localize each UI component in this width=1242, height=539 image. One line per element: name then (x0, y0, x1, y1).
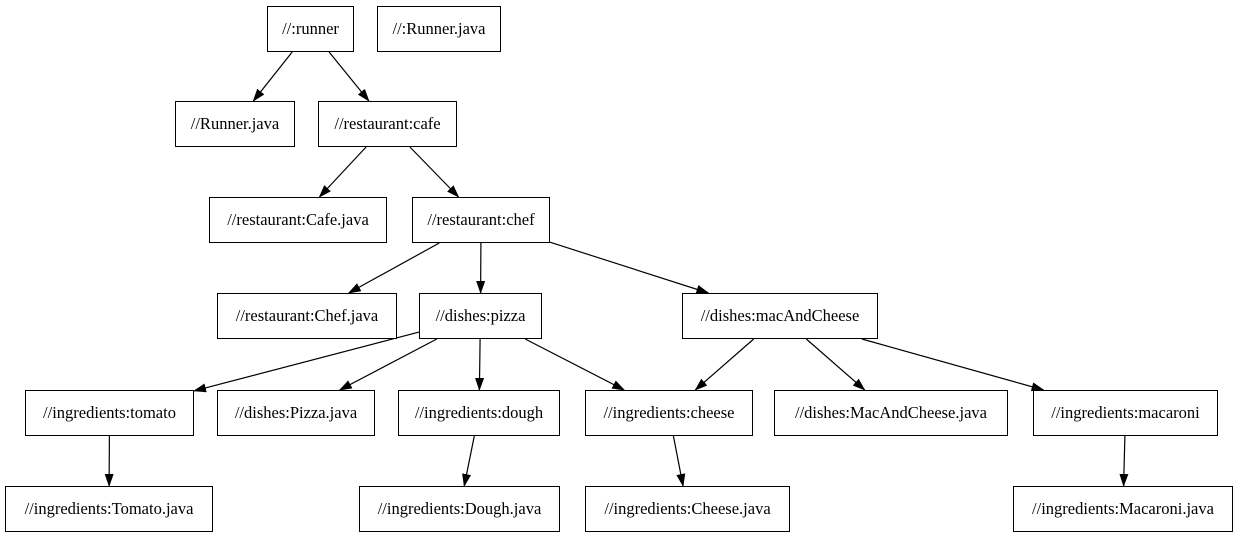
edges-group (104, 51, 1129, 487)
edge-runner-to-runner-java (252, 51, 293, 102)
graph-node-runner-java: //Runner.java (175, 101, 295, 147)
graph-node-label: //dishes:macAndCheese (700, 305, 860, 325)
graph-node-label: //ingredients:dough (414, 402, 544, 422)
graph-node-label: //dishes:MacAndCheese.java (795, 402, 987, 422)
graph-node-tomato: //ingredients:tomato (25, 390, 194, 436)
edge-cafe-to-chef (409, 146, 460, 198)
graph-node-label: //ingredients:tomato (43, 402, 176, 422)
graph-node-cheese-java: //ingredients:Cheese.java (585, 486, 790, 532)
edge-mac-and-cheese-to-cheese (694, 338, 755, 391)
graph-node-tomato-java: //ingredients:Tomato.java (5, 486, 213, 532)
graph-node-label: //:Runner.java (392, 18, 486, 38)
edge-mac-and-cheese-to-macaroni (861, 338, 1045, 392)
graph-node-pizza: //dishes:pizza (419, 293, 542, 339)
graph-node-chef-java: //restaurant:Chef.java (217, 293, 397, 339)
graph-node-label: //restaurant:Chef.java (235, 305, 379, 325)
edge-cheese-to-cheese-java (672, 435, 686, 487)
graph-node-label: //ingredients:macaroni (1051, 402, 1200, 422)
edge-pizza-to-pizza-java (338, 338, 438, 391)
graph-node-label: //restaurant:cafe (334, 113, 441, 133)
edge-chef-to-mac-and-cheese (549, 241, 710, 294)
graph-node-runner-java-top: //:Runner.java (377, 6, 501, 52)
graph-node-label: //ingredients:Cheese.java (604, 498, 771, 518)
graph-node-runner: //:runner (267, 6, 354, 52)
graph-node-cafe-java: //restaurant:Cafe.java (209, 197, 387, 243)
graph-node-cafe: //restaurant:cafe (318, 101, 457, 147)
graph-node-label: //dishes:Pizza.java (234, 402, 358, 422)
graph-node-chef: //restaurant:chef (412, 197, 550, 243)
graph-node-label: //ingredients:cheese (603, 402, 735, 422)
graph-node-label: //:runner (282, 18, 339, 38)
graph-node-cheese: //ingredients:cheese (585, 390, 753, 436)
edge-runner-to-cafe (328, 51, 370, 102)
edge-cafe-to-cafe-java (318, 146, 367, 198)
graph-node-mac-java: //dishes:MacAndCheese.java (774, 390, 1008, 436)
graph-node-macaroni-java: //ingredients:Macaroni.java (1013, 486, 1233, 532)
edge-pizza-to-tomato (193, 331, 420, 393)
graph-node-dough-java: //ingredients:Dough.java (359, 486, 560, 532)
graph-node-dough: //ingredients:dough (398, 390, 560, 436)
graph-node-label: //restaurant:Cafe.java (227, 209, 369, 229)
edge-chef-to-chef-java (347, 242, 440, 294)
graph-node-mac-and-cheese: //dishes:macAndCheese (682, 293, 878, 339)
graph-node-label: //Runner.java (190, 113, 280, 133)
graph-node-label: //ingredients:Macaroni.java (1032, 498, 1214, 518)
graph-node-label: //ingredients:Dough.java (377, 498, 542, 518)
edge-pizza-to-dough (475, 338, 485, 391)
edge-pizza-to-cheese (524, 338, 626, 391)
graph-node-label: //restaurant:chef (427, 209, 535, 229)
edge-mac-and-cheese-to-mac-java (805, 338, 866, 391)
graph-node-label: //dishes:pizza (435, 305, 526, 325)
graph-node-label: //ingredients:Tomato.java (24, 498, 194, 518)
graph-node-macaroni: //ingredients:macaroni (1033, 390, 1218, 436)
graph-node-pizza-java: //dishes:Pizza.java (217, 390, 375, 436)
edge-macaroni-to-macaroni-java (1119, 435, 1129, 487)
edge-dough-to-dough-java (462, 435, 475, 487)
